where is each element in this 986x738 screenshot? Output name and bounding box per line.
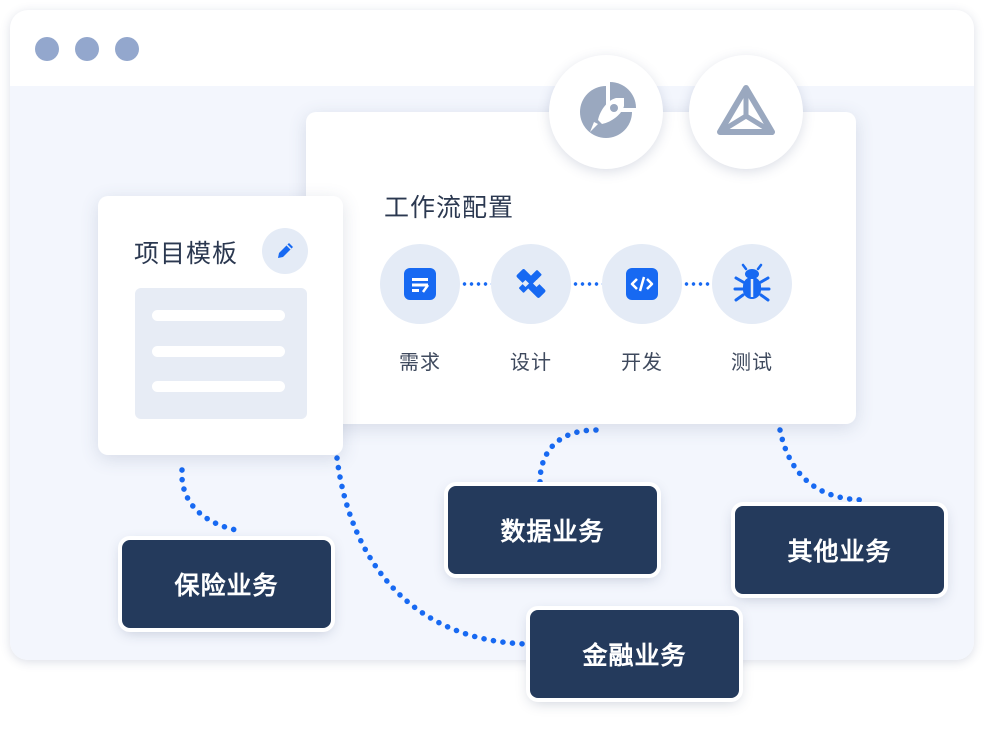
connector-template-insurance	[179, 467, 239, 533]
step-connector-dots	[572, 282, 602, 286]
placeholder-line	[152, 381, 285, 392]
workflow-step-requirement[interactable]: 需求	[380, 244, 460, 375]
pencil-icon	[278, 243, 293, 258]
workflow-step-design[interactable]: 设计	[491, 244, 571, 375]
step-label-develop: 开发	[621, 350, 663, 374]
step-connector-dots	[461, 282, 491, 286]
template-card: 项目模板	[98, 196, 343, 455]
workflow-step-develop[interactable]: 开发	[602, 244, 682, 375]
design-ruler-pencil-icon	[516, 269, 546, 298]
workflow-step-test[interactable]: 测试	[712, 244, 792, 375]
business-insurance-button[interactable]: 保险业务	[122, 540, 331, 628]
workflow-card: 工作流配置 需求 设计	[306, 112, 856, 424]
business-data-button[interactable]: 数据业务	[448, 486, 657, 574]
edit-template-button[interactable]	[262, 228, 308, 274]
step-connector-dots	[683, 282, 712, 286]
step-label-test: 测试	[731, 350, 773, 374]
business-finance-button[interactable]: 金融业务	[530, 610, 739, 698]
triangle-logo-icon	[717, 85, 775, 135]
bug-icon	[733, 263, 771, 302]
connector-workflow-data	[537, 427, 599, 485]
connector-template-finance	[334, 455, 529, 647]
step-label-requirement: 需求	[399, 350, 441, 374]
step-label-design: 设计	[510, 350, 552, 374]
step-circle	[602, 244, 682, 324]
rocket-icon-badge[interactable]	[549, 55, 663, 169]
step-circle	[380, 244, 460, 324]
business-other-button[interactable]: 其他业务	[735, 506, 944, 594]
connector-workflow-other	[777, 427, 869, 503]
rocket-pie-icon	[580, 82, 636, 138]
window-dot-3[interactable]	[115, 37, 139, 61]
workflow-title: 工作流配置	[384, 193, 515, 222]
step-circle	[712, 244, 792, 324]
placeholder-line	[152, 346, 285, 357]
placeholder-line	[152, 310, 285, 321]
template-preview	[135, 288, 307, 419]
step-circle	[491, 244, 571, 324]
window-dot-1[interactable]	[35, 37, 59, 61]
triangle-icon-badge[interactable]	[689, 55, 803, 169]
code-icon	[626, 268, 658, 300]
template-title: 项目模板	[134, 239, 239, 268]
window-dot-2[interactable]	[75, 37, 99, 61]
requirement-doc-icon	[404, 268, 436, 300]
